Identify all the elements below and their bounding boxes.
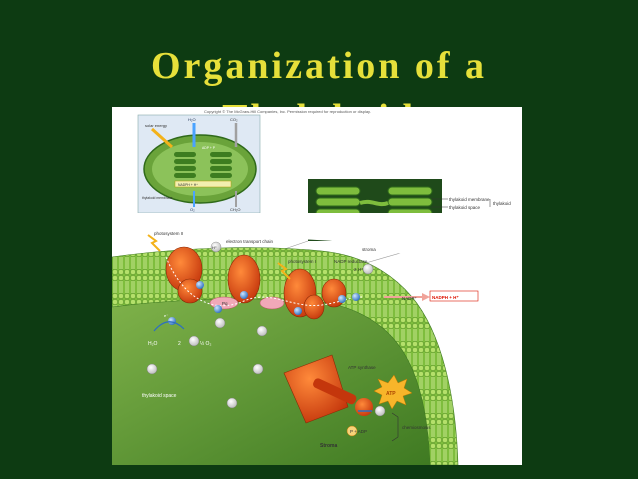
electron-4 xyxy=(294,307,302,315)
inset-membrane-label: thylakoid membrane xyxy=(142,196,173,200)
inset-granum-left xyxy=(174,152,196,178)
h-ion-6 xyxy=(188,335,200,347)
inset-co2-label: CO₂ xyxy=(230,117,238,122)
electron-3 xyxy=(240,291,248,299)
thylakoid-space-label: thylakoid space xyxy=(449,205,481,210)
light-bolt-psii xyxy=(147,234,161,252)
thylakoid-diagram: solar energy H₂O CO₂ NADPH + H⁺ ADP + P … xyxy=(112,114,522,465)
inset-solar-arrow xyxy=(150,127,174,149)
inset-o2-label: O₂ xyxy=(190,207,195,212)
half-o2-label: ½ O₂ xyxy=(200,340,211,347)
chemiosmosis-label: chemiosmosis xyxy=(402,425,431,430)
photosystem-i-complex xyxy=(283,268,325,320)
photosystem-i-label: photosystem I xyxy=(288,259,316,264)
two-label: 2 xyxy=(178,341,181,347)
thylakoid-figure: Copyright © The McGraw-Hill Companies, I… xyxy=(112,107,522,465)
atp-star xyxy=(373,374,413,410)
h-ion-5 xyxy=(226,397,238,409)
h2o-label: H₂O xyxy=(148,341,158,347)
h-ion-top xyxy=(210,241,222,253)
photosystem-ii-label: photosystem II xyxy=(154,231,183,236)
water-split-arrow xyxy=(153,321,185,332)
e-minus-label: e⁻ xyxy=(164,313,168,318)
p-adp-label: P + ADP xyxy=(350,429,367,434)
h-ion-top-label: H⁺ xyxy=(212,245,217,250)
slide-title-line1: Organization of a xyxy=(151,45,487,87)
nadph-box xyxy=(429,290,479,302)
thylakoid-membrane-label: thylakoid membrane xyxy=(449,197,490,202)
nadp-plus-label: NADP⁺ xyxy=(402,296,418,301)
electrons xyxy=(168,281,360,325)
cytochrome-complex xyxy=(227,254,261,304)
pc-carrier xyxy=(259,296,285,310)
electron-transport-chain-label: electron transport chain xyxy=(226,239,274,244)
stroma-bottom-label: Stroma xyxy=(320,443,337,449)
atp-synthase-label: ATP synthase xyxy=(348,365,376,370)
atp-synthase-complex xyxy=(283,354,373,424)
nadph-h-label: NADPH + H⁺ xyxy=(432,295,459,300)
h-ions xyxy=(146,241,386,417)
thylakoid-space-lower-label: thylakoid space xyxy=(142,393,177,399)
h-ion-3 xyxy=(252,363,264,375)
electron-2 xyxy=(214,305,222,313)
inset-granum-right xyxy=(210,152,232,178)
h-ion-1 xyxy=(214,317,226,329)
inset-nadph-label: NADPH + H⁺ xyxy=(178,183,198,187)
electron-path xyxy=(165,256,363,307)
electron-7 xyxy=(168,317,176,325)
atp-label: ATP xyxy=(386,391,396,397)
inset-adp-label: ADP + P xyxy=(202,146,216,150)
chemiosmosis-bracket xyxy=(391,412,399,442)
h-ion-nadp xyxy=(362,263,374,275)
chloroplast-inset: solar energy H₂O CO₂ NADPH + H⁺ ADP + P … xyxy=(137,114,261,214)
phosphate-circle xyxy=(346,425,358,437)
nadp-reductase-label: NADP reductase xyxy=(334,259,368,264)
h-ion-2 xyxy=(256,325,268,337)
thylakoid-label: thylakoid xyxy=(493,201,511,206)
inset-solar-label: solar energy xyxy=(145,123,167,128)
two-h-label: 2 H⁺ xyxy=(354,267,364,272)
h-ion-4 xyxy=(146,363,158,375)
electron-1 xyxy=(196,281,204,289)
h-ion-exit xyxy=(374,405,386,417)
copyright-notice: Copyright © The McGraw-Hill Companies, I… xyxy=(204,109,371,114)
light-bolt-psi xyxy=(277,262,291,280)
electron-6 xyxy=(352,293,360,301)
inset-h2o-label: H₂O xyxy=(188,117,196,122)
pq-label: Pq xyxy=(222,301,228,306)
electron-5 xyxy=(338,295,346,303)
stroma-top-label: stroma xyxy=(362,247,376,252)
inset-ch2o-label: CH₂O xyxy=(230,207,240,212)
